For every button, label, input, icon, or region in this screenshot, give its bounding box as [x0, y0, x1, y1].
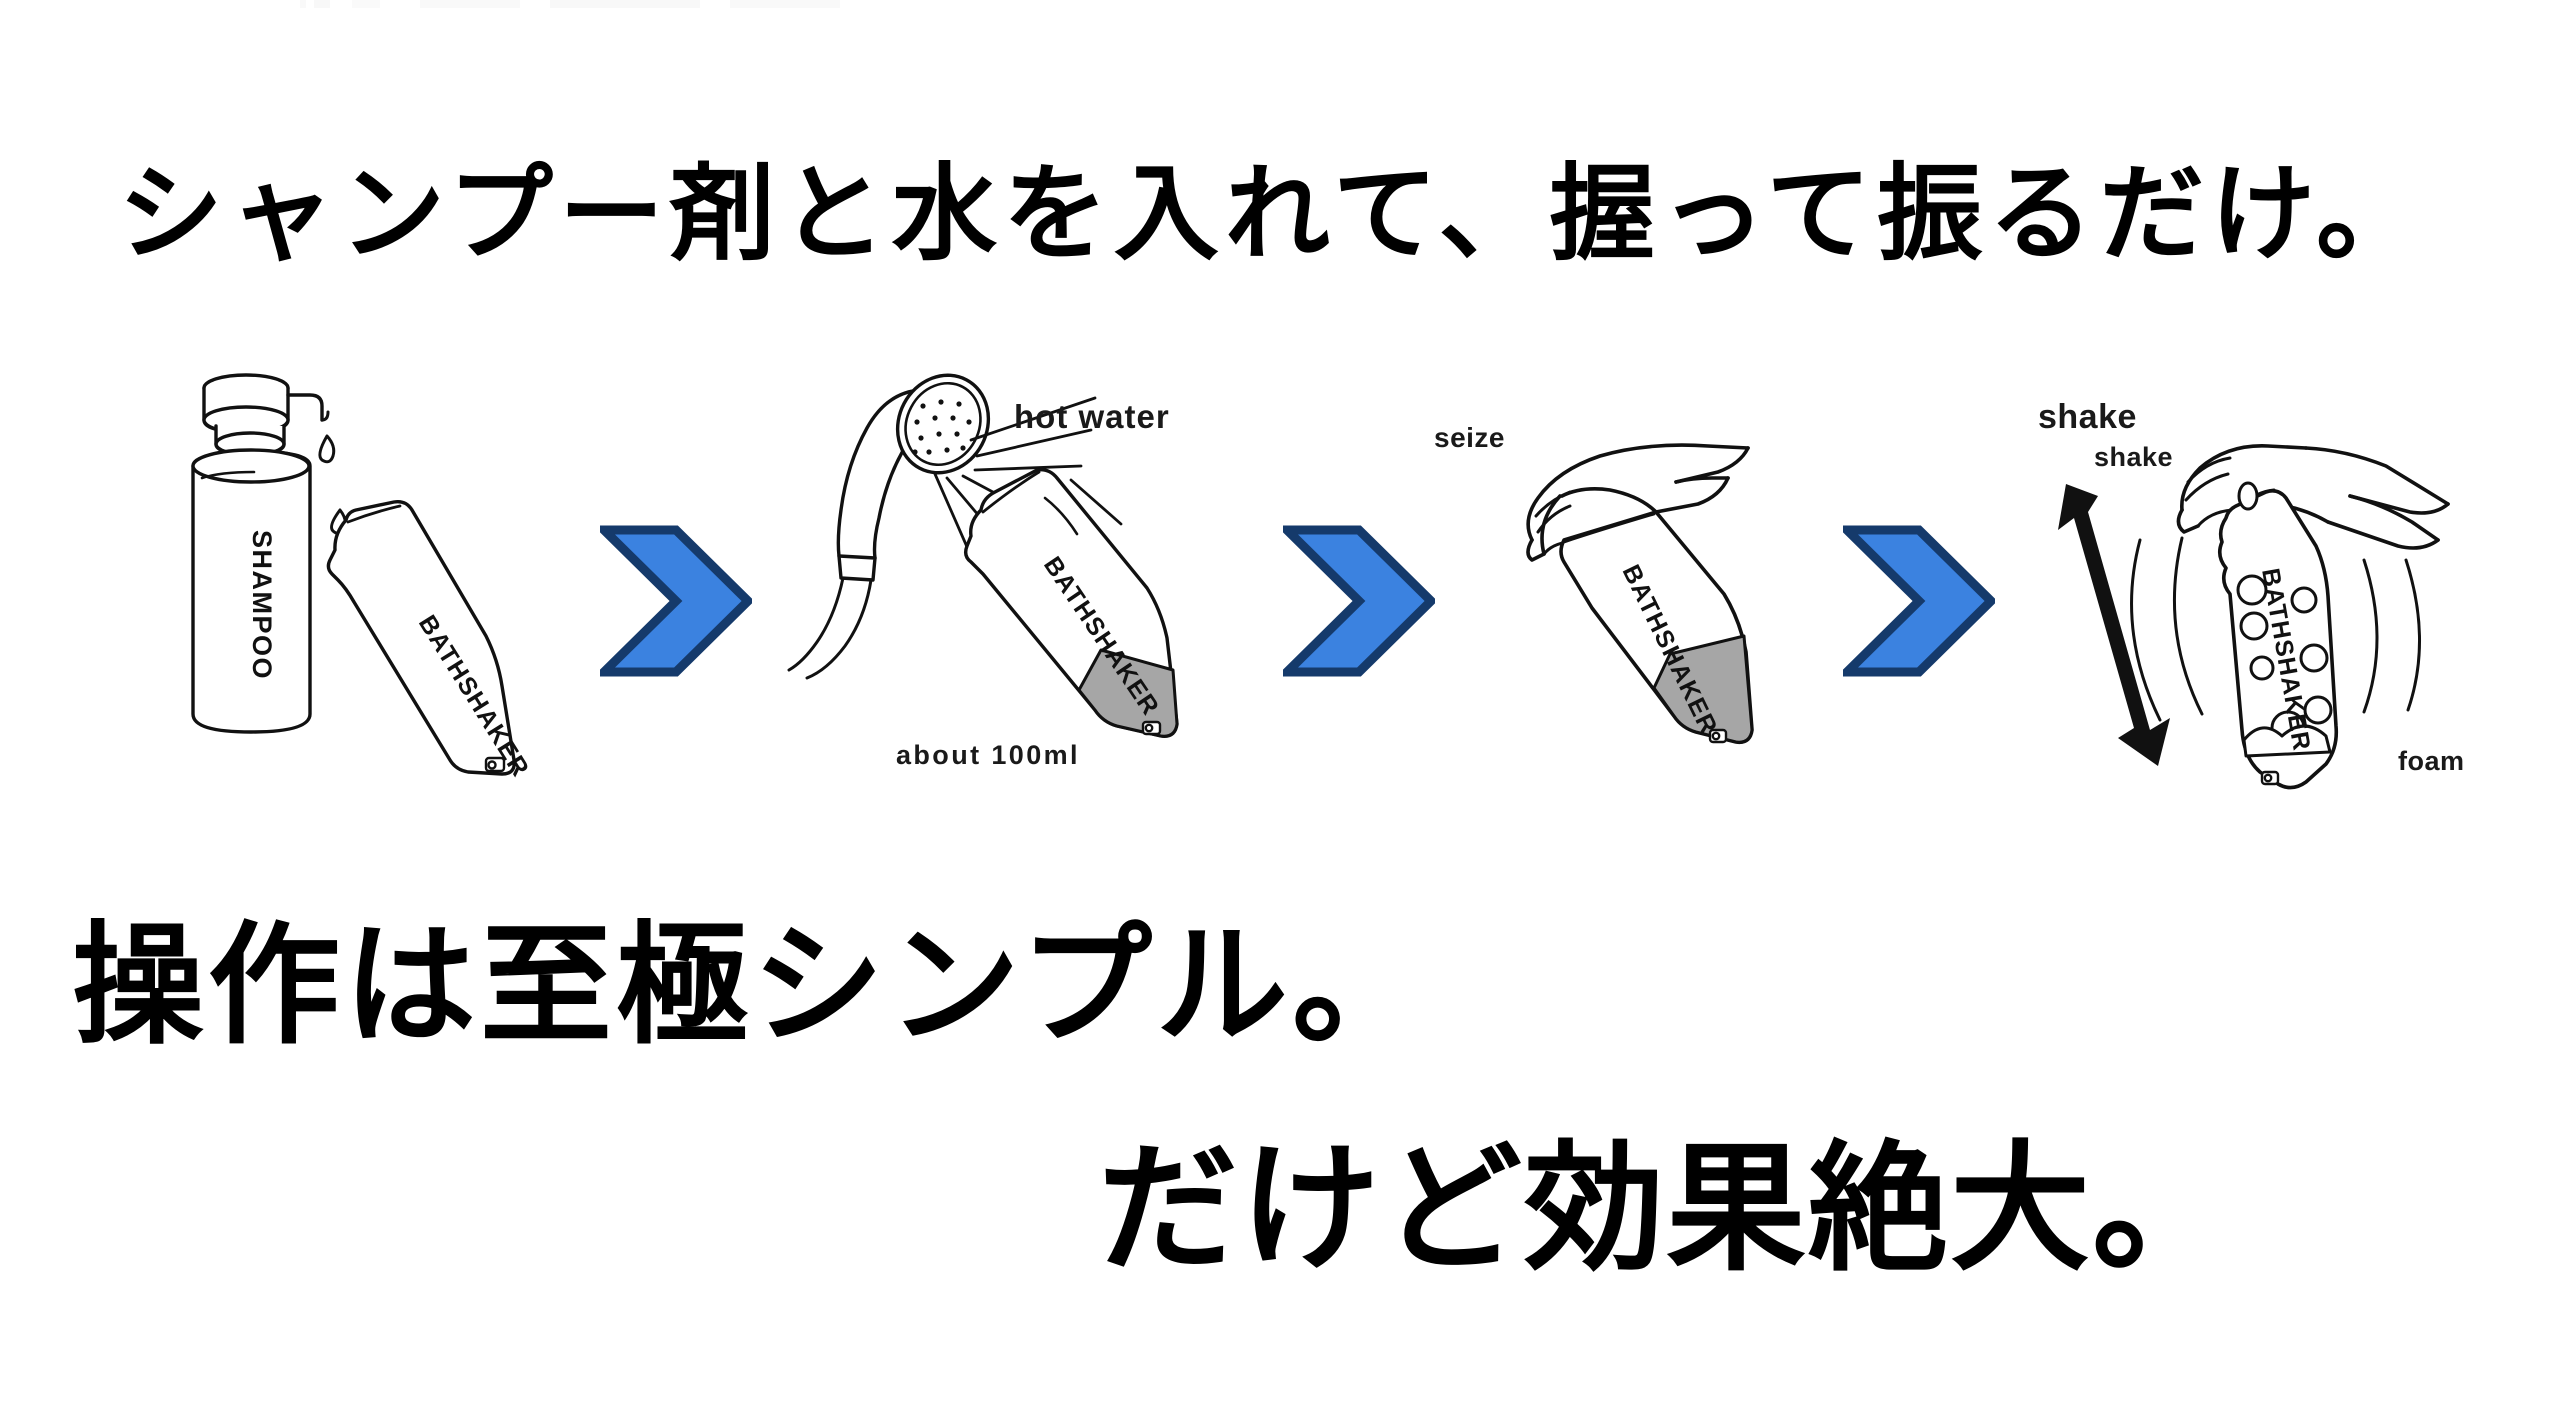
caption-foam: foam — [2398, 746, 2465, 776]
foam-crest — [2242, 724, 2332, 758]
caption-shake-small: shake — [2094, 442, 2174, 472]
step-2-add-hot-water: BATHSHAKER — [787, 370, 1255, 770]
bathshaker-pouch-step4: BATHSHAKER — [2217, 481, 2339, 790]
chevron-2-icon — [1276, 524, 1438, 678]
tagline-effective-prefix: だけど — [1098, 1128, 1525, 1291]
motion-lines-right — [2362, 558, 2422, 714]
shower-nozzle-dots — [912, 399, 972, 455]
hand-shaking — [2176, 444, 2450, 550]
shower-head — [787, 373, 991, 680]
headline: シャンプー剤と水を入れて、握って振るだけ。 — [118, 153, 2427, 275]
caption-about-100ml: about 100ml — [896, 740, 1080, 770]
step-4-shake: BATHSHAKER — [2030, 400, 2530, 820]
bathshaker-pouch-step3: BATHSHAKER — [1559, 510, 1754, 745]
tagline-effective: だけど効果絶大。 — [1098, 1140, 2234, 1280]
shampoo-pump-head — [202, 373, 330, 475]
step-1-add-shampoo: BATHSHAKER SHAMPOO — [150, 360, 580, 782]
shampoo-bottle-body — [191, 448, 312, 734]
tagline-effective-emphasis: 効果絶大。 — [1524, 1128, 2235, 1291]
top-edge-artifact — [300, 0, 840, 8]
pouch-hang-tab-step3 — [1708, 728, 1728, 744]
pouch-hang-tab-step4 — [2260, 770, 2280, 786]
caption-hot-water: hot water — [1014, 398, 1170, 435]
pouch-hang-tab — [484, 756, 506, 773]
caption-shake-large: shake — [2038, 398, 2137, 436]
bathshaker-pouch: BATHSHAKER — [326, 499, 535, 782]
tagline-simple: 操作は至極シンプル。 — [72, 909, 1429, 1063]
hand-grip — [1526, 443, 1750, 562]
step-3-seize: BATHSHAKER — [1440, 420, 1820, 780]
motion-lines-left — [2130, 536, 2204, 722]
shampoo-droplets — [318, 434, 347, 536]
chevron-1-icon — [593, 524, 755, 678]
bathshaker-pouch-step2: BATHSHAKER — [963, 467, 1179, 738]
caption-seize: seize — [1434, 422, 1505, 453]
pouch-hang-tab-step2 — [1141, 720, 1162, 736]
pouch-water-fill — [1077, 648, 1179, 738]
shake-double-arrow — [2058, 484, 2170, 766]
chevron-3-icon — [1836, 524, 1998, 678]
shampoo-bottle-label: SHAMPOO — [247, 530, 277, 680]
